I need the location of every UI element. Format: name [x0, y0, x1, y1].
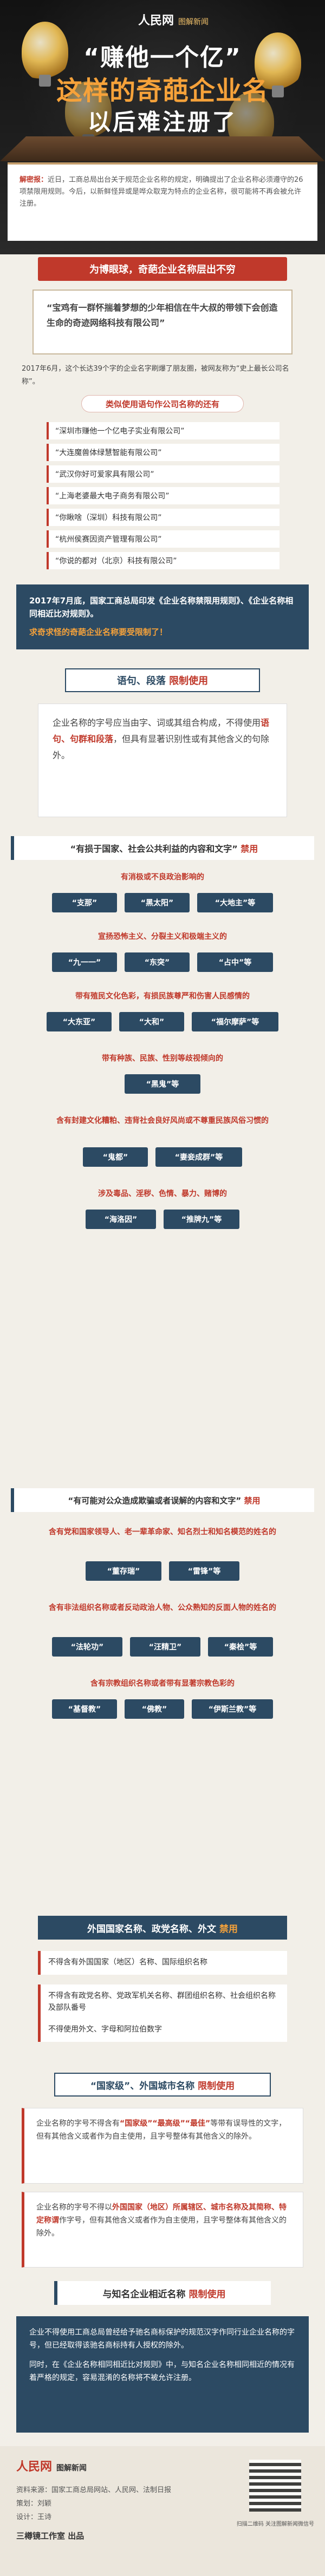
section2-title: 语句、段落 限制使用 — [65, 668, 260, 692]
section6-para2: 企业名称的字号不得以外国国家（地区）所属辖区、城市名称及其简称、特定称谓作字号，… — [22, 2192, 303, 2268]
section7-para2: 同时，在《企业名称相同相近比对规则》中，与知名企业名称相同相近的情况有着严格的规… — [29, 2361, 295, 2382]
list-item: “你说的都对（北京）科技有限公司” — [47, 552, 280, 569]
section3-title: “有损于国家、社会公共利益的内容和文字” 禁用 — [11, 836, 314, 860]
rule-item: 不得使用外文、字母和阿拉伯数字 — [38, 2018, 287, 2042]
section7-title: 与知名企业相近名称 限制使用 — [54, 2281, 271, 2305]
long-name-desc: 2017年6月，这个长达39个字的企业名字刷爆了朋友圈，被网友称为“史上最长公司… — [22, 365, 289, 386]
intro-lead: 解密报： — [20, 176, 48, 184]
footer-studio: 三樽镜工作室 出品 — [16, 2531, 84, 2541]
category-heading: 有消极或不良政治影响的 — [121, 873, 204, 882]
example-chip: “东突” — [125, 952, 190, 972]
example-chip: “伊斯兰教”等 — [192, 1699, 273, 1719]
example-chip: “基督教” — [52, 1699, 117, 1719]
category-heading: 含有封建文化糟粕、违背社会良好风尚或不尊重民族风俗习惯的 — [56, 1116, 269, 1125]
similar-list-title: 类似使用语句作公司名称的还有 — [81, 395, 244, 412]
list-item: “深圳市赚他一个亿电子实业有限公司” — [47, 422, 280, 439]
example-chip: “秦桧”等 — [208, 1637, 273, 1657]
page-title-line1: “赚他一个亿” — [83, 44, 242, 71]
lightbulb-icon — [22, 22, 68, 87]
rule-item: 不得含有政党名称、党政军机关名称、群团组织名称、社会组织名称及部队番号 — [38, 1984, 287, 2019]
example-chip: “黑鬼”等 — [125, 1074, 200, 1094]
example-chip: “支那” — [52, 893, 117, 912]
category-heading: 含有宗教组织名称或者带有显著宗教色彩的 — [90, 1679, 235, 1688]
section7-para1: 企业不得使用工商总局曾经给予驰名商标保护的规范汉字作同行业企业名称的字号，但已经… — [29, 2328, 295, 2350]
notice-text2: 求奇求怪的奇葩企业名称要受限制了！ — [29, 627, 168, 637]
category-heading: 涉及毒品、淫秽、色情、暴力、赌博的 — [98, 1190, 227, 1198]
lightbulb-icon — [65, 81, 112, 146]
intro-panel: 解密报：近日，工商总局出台关于规范企业名称的规定，明确提出了企业名称必须遵守的2… — [8, 162, 317, 241]
footer-planner: 策划：刘颖 — [16, 2500, 52, 2508]
category-heading: 含有党和国家领导人、老一辈革命家、知名烈士和知名模范的姓名的 — [49, 1528, 276, 1536]
footer-source: 资料来源：国家工商总局网站、人民网、法制日报 — [16, 2486, 172, 2494]
example-chip: “海洛因” — [86, 1210, 156, 1229]
long-name-quote: “宝鸡有一群怀揣着梦想的少年相信在牛大叔的带领下会创造生命的奇迹网络科技有限公司… — [32, 290, 292, 354]
section4-title: “有可能对公众造成欺骗或者误解的内容和文字” 禁用 — [11, 1488, 314, 1512]
category-heading: 宣扬恐怖主义、分裂主义和极端主义的 — [98, 932, 227, 941]
footer-logo[interactable]: 人民网图解新闻 — [16, 2460, 87, 2474]
footer-designer: 设计：王诗 — [16, 2513, 52, 2521]
example-chip: “汪精卫” — [130, 1637, 200, 1657]
notice-panel: 2017年7月底，国家工商总局印发《企业名称禁限用规则》、《企业名称相同相近比对… — [16, 584, 309, 649]
notice-text1: 2017年7月底，国家工商总局印发《企业名称禁限用规则》、《企业名称相同相近比对… — [29, 596, 294, 619]
section2-body: 企业名称的字号应当由字、词或其组合构成，不得使用语句、句群和段落，但具有显著识别… — [38, 704, 287, 817]
section5-title: 外国国家名称、政党名称、外文 禁用 — [38, 1916, 287, 1940]
section1-title: 为博眼球，奇葩企业名称层出不穷 — [38, 257, 287, 281]
category-heading: 带有殖民文化色彩，有损民族尊严和伤害人民感情的 — [75, 992, 250, 1001]
example-chip: “妻妾成群”等 — [155, 1147, 242, 1167]
section6-para1: 企业名称的字号不得含有“国家级”“最高级”“最佳”等带有误导性的文字，但有其他含… — [22, 2108, 303, 2184]
page-title-line3: 以后难注册了 — [87, 109, 237, 135]
list-item: “上海老婆最大电子商务有限公司” — [47, 487, 280, 504]
example-chip: “佛教” — [125, 1699, 184, 1719]
example-chip: “黑太阳” — [125, 893, 190, 912]
example-chip: “大东亚” — [47, 1012, 112, 1031]
lightbulb-icon — [255, 32, 301, 97]
category-heading: 含有非法组织名称或者反动政治人物、公众熟知的反面人物的姓名的 — [49, 1604, 276, 1612]
category-heading: 带有种族、民族、性别等歧视倾向的 — [102, 1054, 223, 1063]
list-item: “大连魔兽体绿慧智能有限公司” — [47, 444, 280, 461]
brand-logo[interactable]: 人民网图解新闻 — [138, 14, 209, 28]
list-item: “武汉你好可爱家具有限公司” — [47, 465, 280, 483]
example-chip: “法轮功” — [52, 1637, 122, 1657]
section6-title: “国家级”、外国城市名称 限制使用 — [54, 2073, 271, 2097]
example-chip: “占中”等 — [197, 952, 273, 972]
list-item: “你瞅啥（深圳）科技有限公司” — [47, 509, 280, 526]
shelf-decoration — [0, 136, 325, 161]
example-chip: “大地主”等 — [197, 893, 273, 912]
section7-panel: 企业不得使用工商总局曾经给予驰名商标保护的规范汉字作同行业企业名称的字号，但已经… — [16, 2316, 309, 2433]
example-chip: “大和” — [119, 1012, 184, 1031]
example-chip: “福尔摩萨”等 — [192, 1012, 278, 1031]
example-chip: “雷锋”等 — [169, 1561, 239, 1581]
rule-item: 不得含有外国国家（地区）名称、国际组织名称 — [38, 1951, 287, 1975]
qr-label: 扫描二维码 关注图解新闻微信号 — [236, 2521, 314, 2527]
qr-code-icon[interactable] — [249, 2460, 301, 2512]
example-chip: “鬼都” — [83, 1147, 148, 1167]
example-chip: “董存瑞” — [86, 1561, 161, 1581]
example-chip: “九一一” — [52, 952, 117, 972]
list-item: “杭州侯赛因资产管理有限公司” — [47, 530, 280, 548]
page-title-line2: 这样的奇葩企业名 — [56, 76, 269, 106]
example-chip: “推牌九”等 — [164, 1210, 239, 1229]
intro-text: 近日，工商总局出台关于规范企业名称的规定，明确提出了企业名称必须遵守的26项禁限… — [20, 176, 303, 208]
